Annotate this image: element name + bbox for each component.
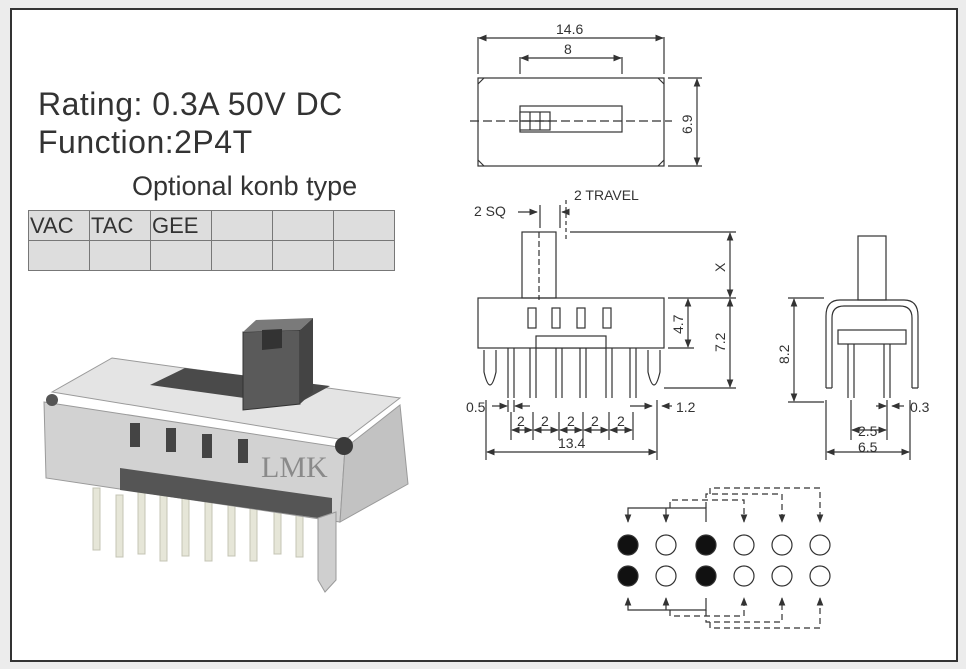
top-view	[470, 34, 702, 167]
common-contact	[695, 534, 717, 556]
knob-cell	[333, 240, 395, 271]
contact	[771, 565, 793, 587]
travel-label: 2 TRAVEL	[574, 187, 639, 203]
knob-cell: GEE	[150, 210, 212, 241]
pin-pitch-label: 2	[517, 413, 525, 429]
knob-cell	[272, 210, 334, 241]
contact	[809, 565, 831, 587]
common-contact	[617, 565, 639, 587]
total-length-label: 13.4	[558, 435, 585, 451]
contact	[733, 534, 755, 556]
side-height-label: 8.2	[776, 344, 792, 364]
knob-row-1: VAC TAC GEE	[28, 210, 395, 241]
contact	[771, 534, 793, 556]
contact	[655, 565, 677, 587]
slot-size-label: 2 SQ	[474, 203, 506, 219]
knob-row-2	[28, 240, 395, 271]
top-height-label: 6.9	[679, 114, 695, 134]
circuit-diagram	[617, 487, 831, 629]
function-spec: Function:2P4T	[38, 124, 253, 160]
front-view	[477, 200, 736, 460]
datasheet	[10, 8, 958, 662]
row-pitch-label: 2.5	[858, 423, 878, 439]
contact	[809, 534, 831, 556]
brand-logo-text: LMK	[261, 451, 328, 484]
pin-pitch-label: 2	[567, 413, 575, 429]
pin-pitch-label: 2	[617, 413, 625, 429]
common-contact	[695, 565, 717, 587]
pin-width-label: 0.5	[466, 399, 486, 415]
actuator-height-label: X	[712, 262, 728, 272]
pin-pitch-label: 2	[541, 413, 549, 429]
contact	[733, 565, 755, 587]
body-height-label: 4.7	[670, 314, 686, 334]
edge-label: 1.2	[676, 399, 696, 415]
contact-row-top	[617, 534, 831, 556]
knob-cell	[272, 240, 334, 271]
contact	[655, 534, 677, 556]
switch-illustration	[43, 318, 409, 593]
contact-row-bottom	[617, 565, 831, 587]
total-height-label: 7.2	[712, 332, 728, 352]
side-view	[788, 235, 919, 460]
knob-type-table: VAC TAC GEE	[28, 210, 395, 271]
knob-cell: VAC	[28, 210, 90, 241]
side-pin-width-label: 0.3	[910, 399, 930, 415]
pin-pitch-label: 2	[591, 413, 599, 429]
slot-width-label: 8	[564, 41, 572, 57]
side-width-label: 6.5	[858, 439, 878, 455]
common-contact	[617, 534, 639, 556]
knob-type-title: Optional konb type	[132, 171, 358, 201]
knob-cell	[28, 240, 90, 271]
rating-spec: Rating: 0.3A 50V DC	[38, 86, 343, 122]
top-width-label: 14.6	[556, 21, 583, 37]
